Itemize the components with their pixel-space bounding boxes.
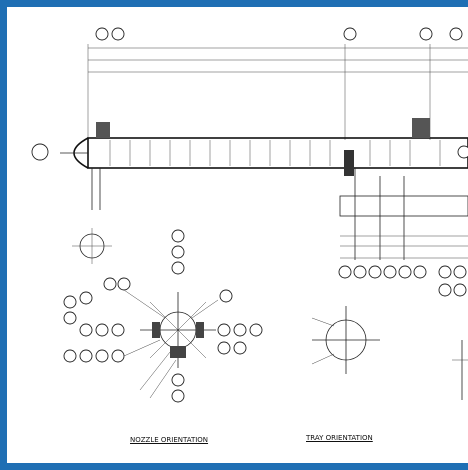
vessel-supports [91, 168, 468, 260]
vessel-body [31, 118, 468, 176]
caption-nozzle-orientation: NOZZLE ORIENTATION [130, 436, 209, 444]
right-fragment [452, 340, 468, 400]
dimension-lines-top [87, 44, 468, 140]
nozzle-orientation-view [63, 229, 263, 403]
caption-tray-orientation: TRAY ORIENTATION [306, 434, 373, 442]
left-detail [72, 228, 112, 264]
bottom-right-bubbles [338, 265, 467, 297]
tray-orientation-view [311, 306, 380, 374]
top-bubbles [95, 27, 463, 41]
